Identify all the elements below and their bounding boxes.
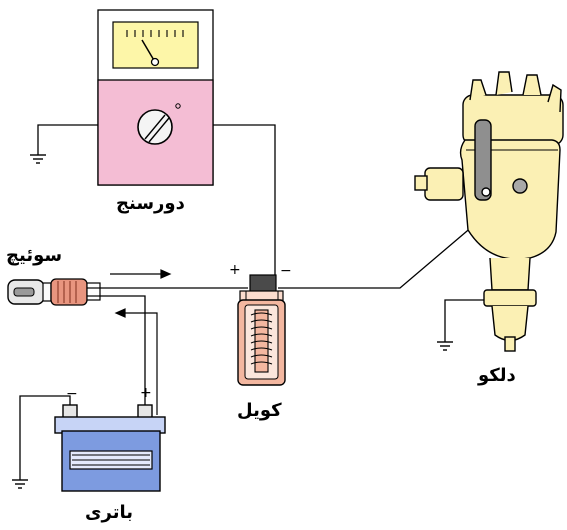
coil-winding xyxy=(250,309,273,373)
arrow-left-icon xyxy=(114,308,126,318)
distributor-clip xyxy=(474,119,492,201)
distributor xyxy=(414,71,564,352)
switch-connector xyxy=(50,278,88,306)
meter-needle xyxy=(141,39,156,63)
battery-label: باتری xyxy=(85,502,133,523)
tachometer-signal-wire xyxy=(213,124,276,287)
battery-minus-sign: − xyxy=(66,386,78,402)
tachometer xyxy=(97,9,214,186)
current-arrows xyxy=(110,269,172,415)
coil-minus-sign: − xyxy=(280,263,292,279)
tachometer-ground-wire xyxy=(37,124,98,155)
battery-ground-wire xyxy=(19,395,71,480)
ground-icon xyxy=(12,479,28,489)
coil-label: کویل xyxy=(237,400,282,421)
coil-plus-sign: + xyxy=(229,262,241,278)
tachometer-label: دورسنج xyxy=(116,193,185,214)
vacuum-advance xyxy=(424,167,464,201)
ground-icon xyxy=(30,154,46,164)
distributor-ground-wire xyxy=(444,299,490,342)
battery-to-switch-wire xyxy=(100,295,146,412)
ignition-switch xyxy=(7,278,101,306)
primary-terminal xyxy=(512,178,528,194)
distributor-label: دلکو xyxy=(478,365,516,386)
ground-symbols xyxy=(12,154,453,489)
arrow-right-icon xyxy=(160,269,172,279)
battery-plus-sign: + xyxy=(140,385,152,401)
ignition-coil xyxy=(237,274,286,386)
key-slot xyxy=(13,287,35,297)
switch-label: سوئیچ xyxy=(6,245,63,266)
ground-icon xyxy=(437,341,453,351)
battery xyxy=(54,404,166,492)
